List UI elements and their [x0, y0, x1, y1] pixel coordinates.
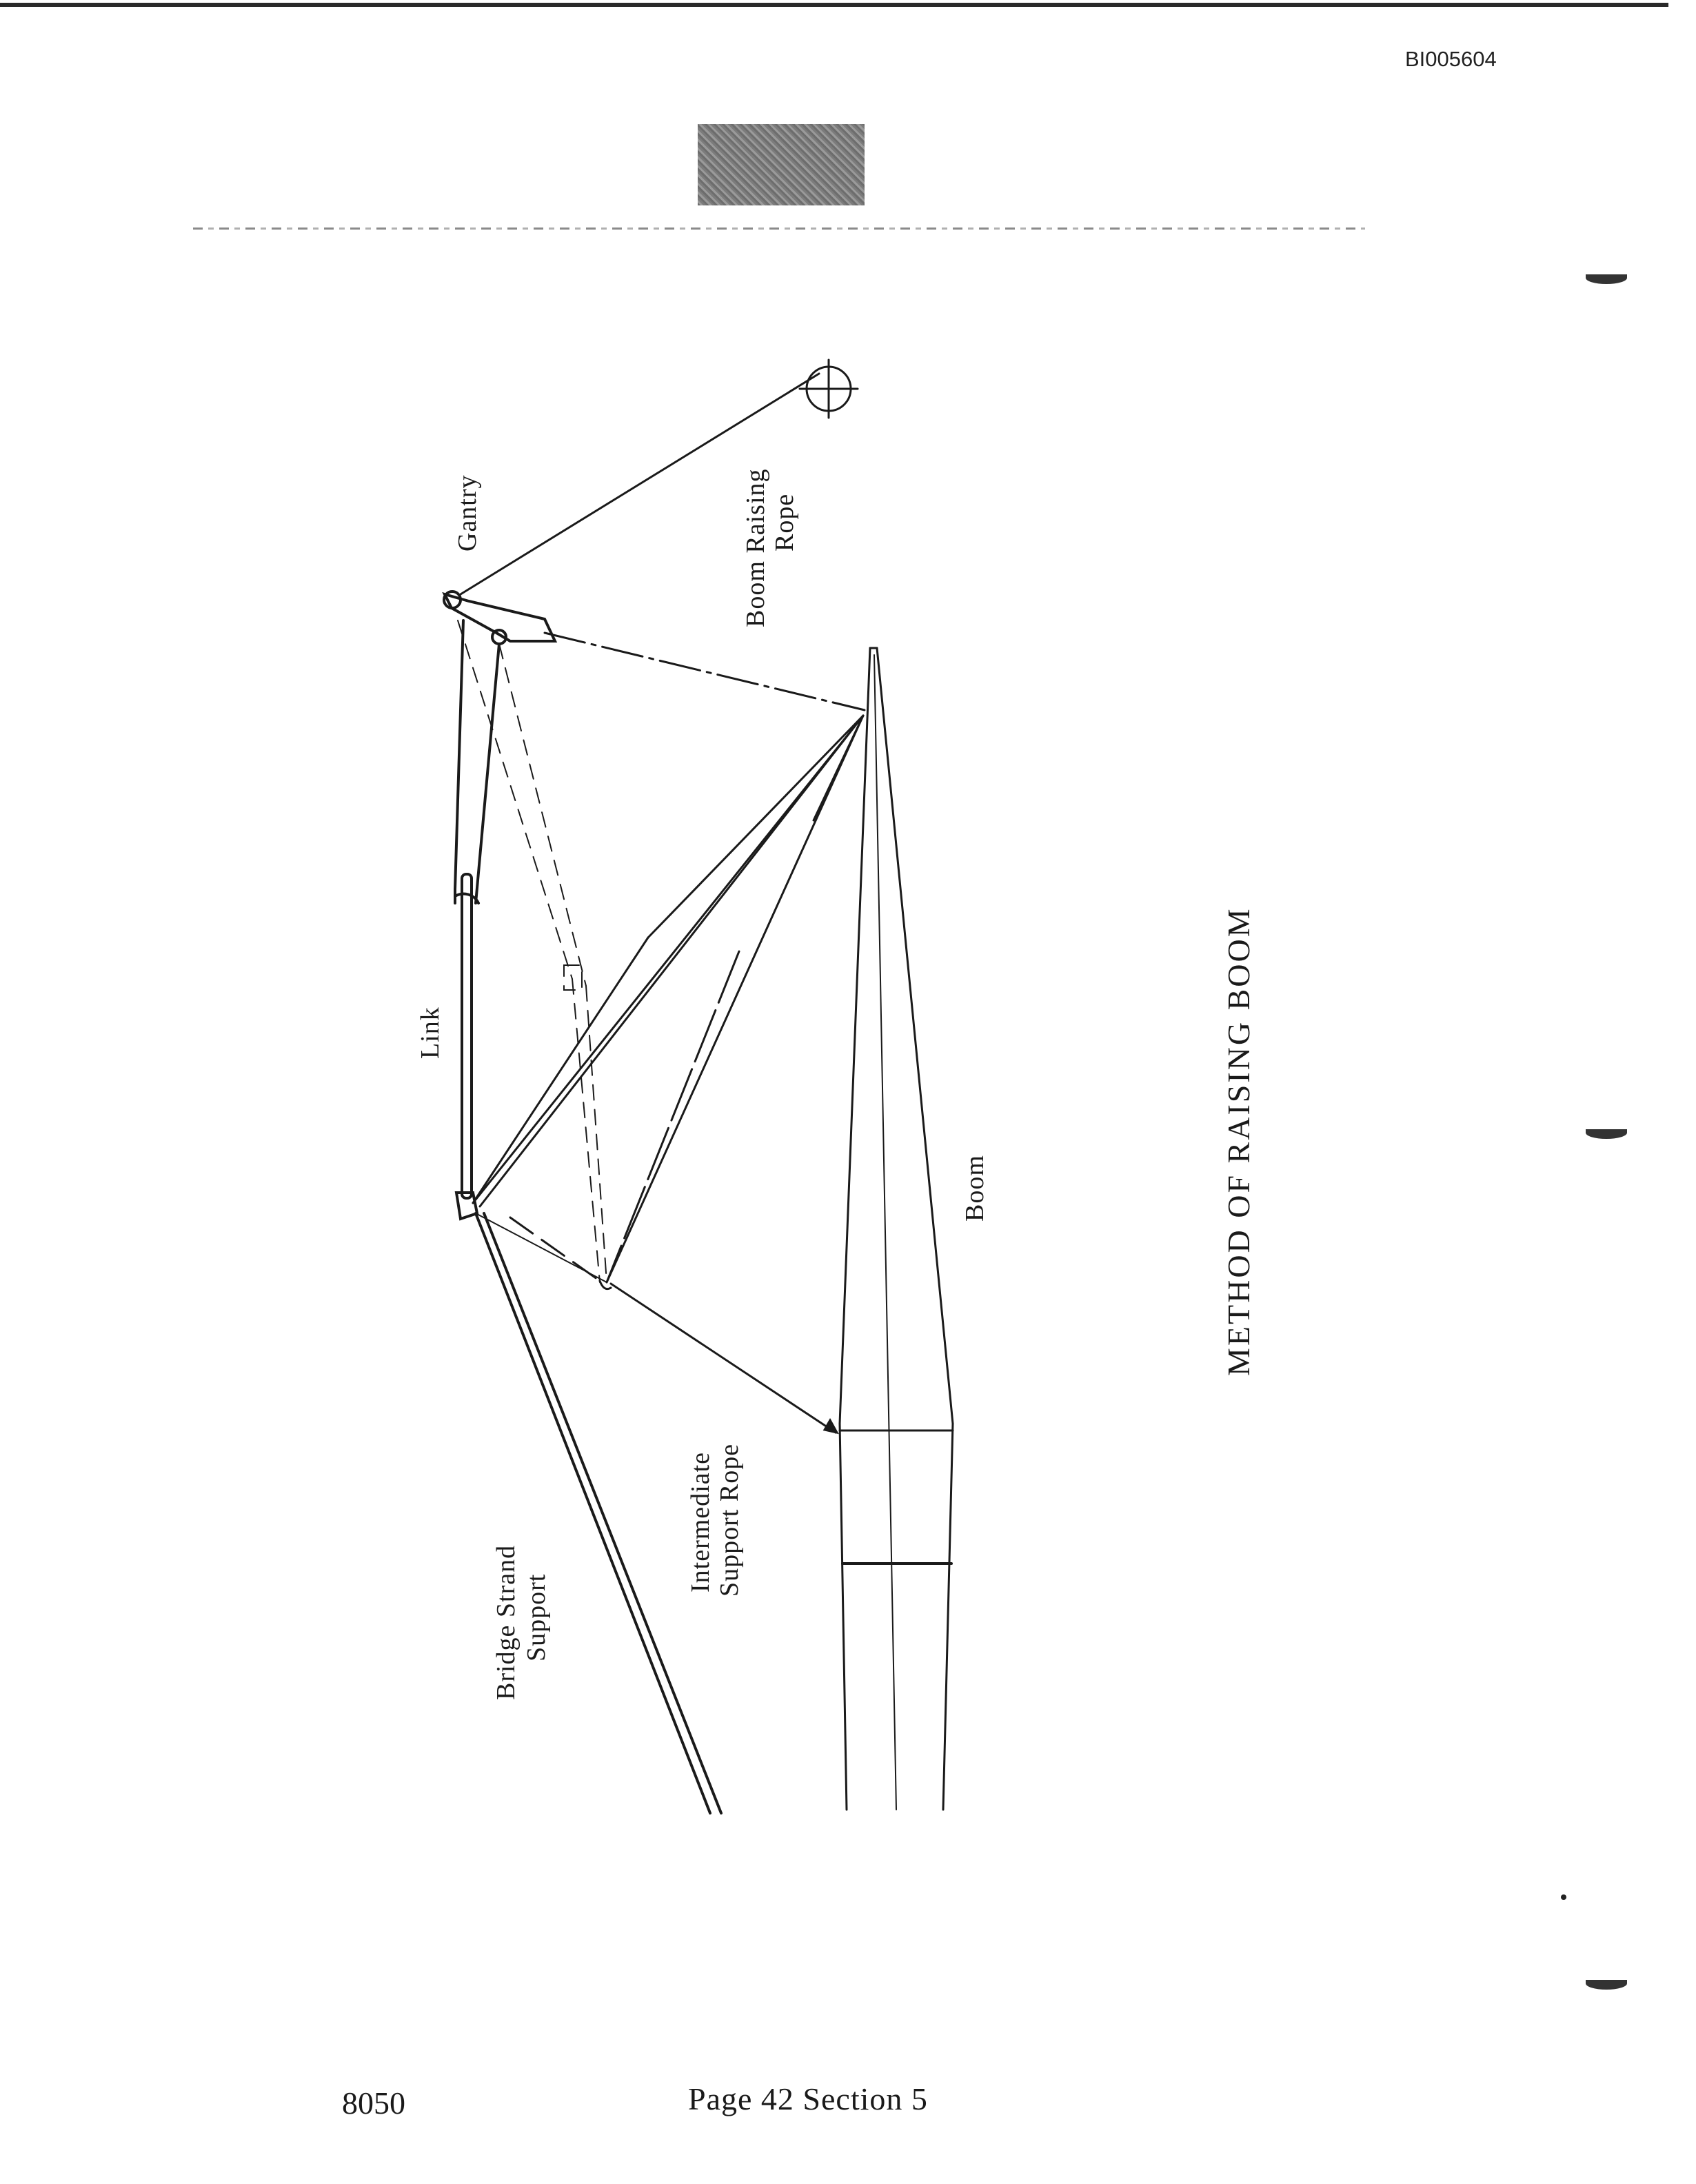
boom-raising-rope [459, 358, 866, 711]
intermediate-support-rope-label-line1: Intermediate [686, 1452, 715, 1593]
page-number: 8050 [342, 2085, 405, 2121]
intermediate-support-rope [509, 1216, 839, 1435]
diagram-title: METHOD OF RAISING BOOM [1221, 907, 1256, 1376]
dashed-construction-lines [457, 620, 607, 1283]
document-id: BI005604 [1405, 47, 1497, 71]
bridge-strand-support-label-line1: Bridge Strand [492, 1545, 521, 1700]
boom-label: Boom [960, 1155, 989, 1222]
header-divider [193, 228, 1365, 230]
binding-hole-mark [1586, 1980, 1627, 1990]
bridge-strand-support [474, 1212, 723, 1814]
top-border-rule [0, 3, 1668, 7]
intermediate-support-rope-label-line2: Support Rope [715, 1444, 744, 1597]
binding-hole-mark [1586, 1129, 1627, 1139]
link-label: Link [416, 1007, 445, 1059]
link [454, 873, 480, 1221]
boom-raising-rope-label-line2: Rope [770, 494, 799, 552]
page-section-label: Page 42 Section 5 [688, 2081, 928, 2116]
rope-fan [472, 714, 865, 1284]
scan-speck [1561, 1894, 1566, 1900]
gantry-label: Gantry [453, 474, 482, 552]
boom [838, 647, 954, 1811]
bridge-strand-support-label-line2: Support [522, 1574, 551, 1661]
binding-hole-mark [1586, 274, 1627, 284]
boom-raising-rope-label-line1: Boom Raising [741, 468, 770, 627]
redaction-block [698, 124, 865, 205]
gantry [442, 590, 558, 904]
